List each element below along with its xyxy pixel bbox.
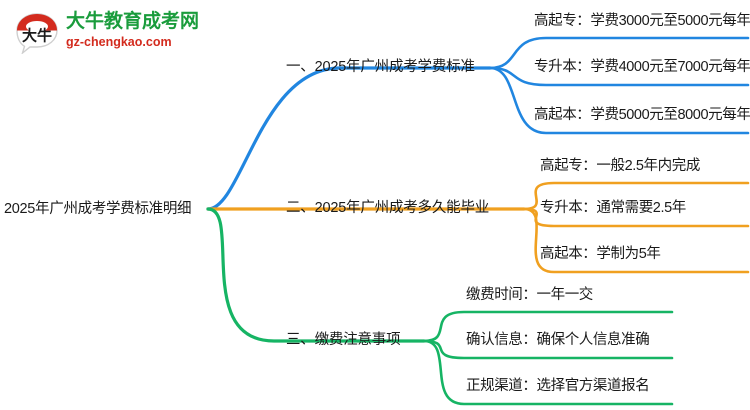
logo-text-block: 大牛教育成考网 gz-chengkao.com (66, 10, 199, 50)
leaf-node-label-3-1: 缴费时间：一年一交 (466, 287, 593, 303)
connector-path (522, 207, 750, 274)
connector-path (488, 66, 750, 87)
leaf-node-label-2-3: 高起本：学制为5年 (540, 246, 661, 262)
connector-path (206, 66, 492, 211)
branch-node-label-1: 一、2025年广州成考学费标准 (286, 59, 475, 75)
leaf-node-label-1-1: 高起专：学费3000元至5000元每年 (534, 13, 750, 29)
root-node-label: 2025年广州成考学费标准明细 (4, 201, 192, 217)
leaf-node-label-1-2: 专升本：学费4000元至7000元每年 (534, 59, 750, 75)
connector-path (488, 66, 750, 135)
leaf-node-label-1-3: 高起本：学费5000元至8000元每年 (534, 107, 750, 123)
logo-title: 大牛教育成考网 (66, 11, 200, 32)
connector-path (422, 339, 674, 360)
leaf-node-label-3-3: 正规渠道：选择官方渠道报名 (466, 378, 650, 394)
site-logo: 大牛 大牛教育成考网 gz-chengkao.com (14, 10, 234, 56)
leaf-node-label-2-1: 高起专：一般2.5年内完成 (540, 158, 700, 174)
logo-mark-icon: 大牛 (16, 13, 58, 54)
logo-mark-text: 大牛 (22, 27, 52, 45)
branch-node-label-3: 三、缴费注意事项 (286, 332, 401, 348)
connector-path (488, 36, 750, 70)
connector-path (422, 310, 674, 343)
connector-path (522, 181, 750, 211)
connector-path (422, 339, 674, 406)
logo-subtitle: gz-chengkao.com (66, 35, 172, 49)
connector-path (206, 207, 426, 343)
leaf-node-label-2-2: 专升本：通常需要2.5年 (540, 200, 686, 216)
branch-node-label-2: 二、2025年广州成考多久能毕业 (286, 200, 490, 216)
leaf-node-label-3-2: 确认信息：确保个人信息准确 (466, 332, 650, 348)
